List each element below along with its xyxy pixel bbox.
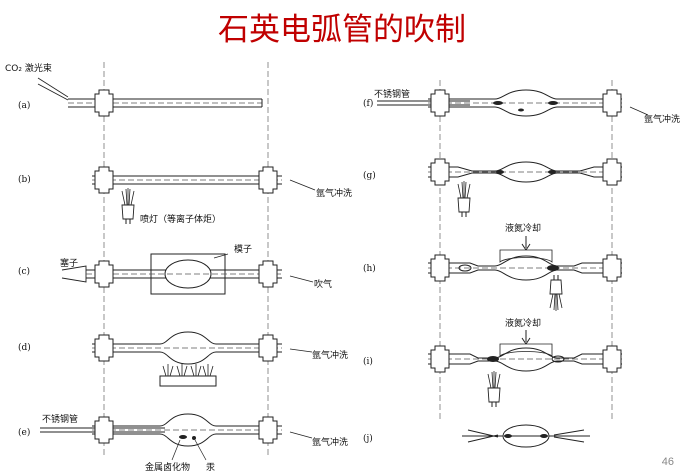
step-h: (h) 液氮冷却 [363,222,622,312]
step-g-tag: (g) [363,170,376,181]
page-number: 46 [661,456,674,468]
blow-air-label: 吹气 [314,278,332,290]
step-d: (d) 氩气冲洗 [18,331,348,387]
step-f: (f) 不锈钢管 氩气冲洗 [363,88,680,125]
step-b: (b) 氩气冲洗 喷灯（等离子体炬） [18,166,352,225]
step-j: (j) [363,424,590,448]
argon-flush-label-e: 氩气冲洗 [312,436,348,448]
step-g: (g) [363,158,622,218]
step-e: (e) 不锈钢管 氩气冲洗 金属卤化物 汞 [18,413,348,473]
step-e-tag: (e) [18,427,30,438]
metal-halide-label: 金属卤化物 [145,461,190,473]
slide-title: 石英电弧管的吹制 [218,12,466,48]
argon-flush-label-d: 氩气冲洗 [312,349,348,361]
mercury-label: 汞 [206,462,215,473]
step-i: (i) 液氮冷却 [363,317,622,408]
step-c: (c) 塞子 模子 吹气 [18,244,332,295]
stainless-tube-label-e: 不锈钢管 [42,413,78,425]
co2-laser-label: CO₂ 激光束 [5,62,52,74]
step-b-tag: (b) [18,174,31,185]
ln2-cooling-label-i: 液氮冷却 [505,317,541,329]
step-i-tag: (i) [363,356,373,367]
step-h-tag: (h) [363,263,376,274]
step-c-tag: (c) [18,266,30,277]
torch-label: 喷灯（等离子体炬） [140,213,221,225]
step-a-tag: (a) [18,100,30,111]
argon-flush-label-f: 氩气冲洗 [644,113,680,125]
ln2-cooling-label-h: 液氮冷却 [505,222,541,234]
stopper-label: 塞子 [60,257,78,269]
argon-flush-label-b: 氩气冲洗 [316,187,352,199]
stainless-tube-label-f: 不锈钢管 [374,88,410,100]
step-a: (a) CO₂ 激光束 [5,62,263,117]
mold-label: 模子 [234,244,252,255]
step-j-tag: (j) [363,433,373,444]
step-f-tag: (f) [363,98,373,109]
step-d-tag: (d) [18,342,31,353]
